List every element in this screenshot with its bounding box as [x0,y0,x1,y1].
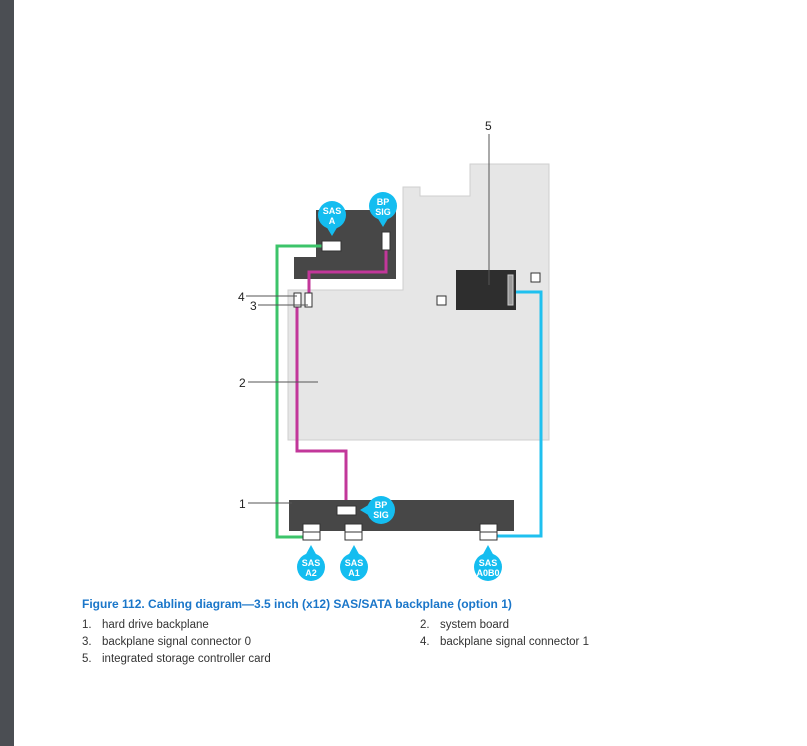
svg-text:SAS: SAS [479,558,498,568]
svg-text:A0B0: A0B0 [476,568,499,578]
bp-sig-connector-backplane [336,505,357,516]
green-sas-cable [275,244,322,539]
svg-text:A: A [329,216,336,226]
svg-text:SAS: SAS [302,558,321,568]
integrated-storage-controller-card [456,270,516,310]
viewer-sidebar [0,0,14,746]
callout-5: 5 [485,119,492,285]
magenta-signal-cable-top [307,250,388,294]
controller-card-slot [507,274,514,306]
svg-text:BP: BP [377,197,390,207]
legend-item: 5.integrated storage controller card [82,653,271,665]
callout-1: 1 [239,497,292,511]
backplane-signal-connector-1 [293,292,302,308]
svg-text:2: 2 [239,376,246,390]
svg-text:SAS: SAS [323,206,342,216]
riser-board [294,210,396,279]
backplane-signal-connector-0 [304,292,313,308]
svg-text:SIG: SIG [375,207,391,217]
callout-3: 3 [250,299,308,313]
svg-text:SIG: SIG [373,510,389,520]
sas-a1-connector [344,523,363,541]
blue-sas-cable [497,290,543,538]
legend-item: 1.hard drive backplane [82,619,209,631]
board-square [530,272,541,283]
system-board [287,163,550,441]
callout-2: 2 [239,376,318,390]
svg-text:1: 1 [239,497,246,511]
board-square [436,295,447,306]
legend-item: 3.backplane signal connector 0 [82,636,251,648]
svg-text:A1: A1 [348,568,360,578]
svg-text:BP: BP [375,500,388,510]
svg-text:SAS: SAS [345,558,364,568]
svg-text:4: 4 [238,290,245,304]
figure-caption: Figure 112. Cabling diagram—3.5 inch (x1… [82,597,512,611]
svg-text:A2: A2 [305,568,317,578]
svg-text:5: 5 [485,119,492,133]
legend-item: 4.backplane signal connector 1 [420,636,589,648]
magenta-signal-cable-bottom [295,307,348,507]
callout-4: 4 [238,290,297,304]
sas-a-connector [321,240,342,252]
sas-a2-connector [302,523,321,541]
svg-text:3: 3 [250,299,257,313]
legend-item: 2.system board [420,619,510,631]
bp-sig-connector-riser [381,231,391,251]
sas-a0b0-connector [479,523,498,541]
hard-drive-backplane [289,500,514,531]
